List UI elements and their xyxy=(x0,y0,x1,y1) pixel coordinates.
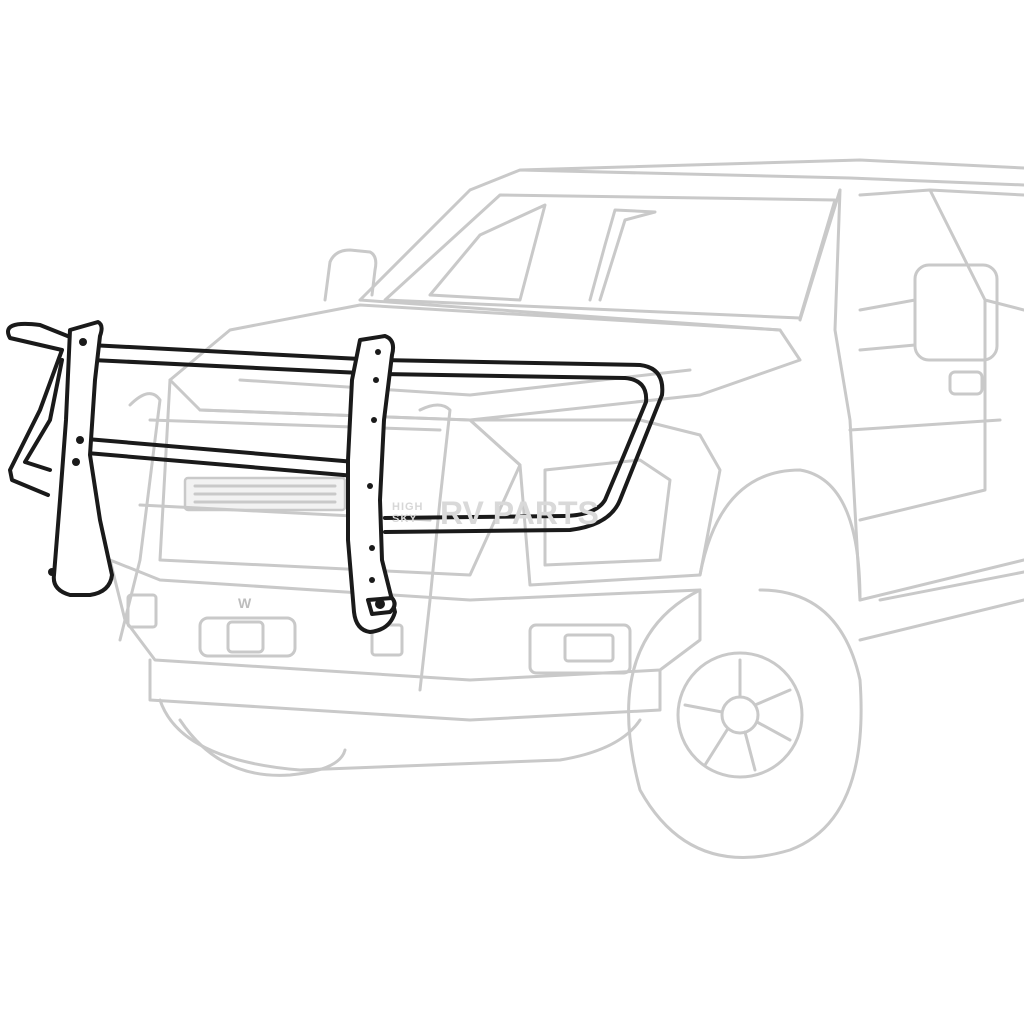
guard-middle-rail xyxy=(73,436,357,478)
guard-left-upright xyxy=(51,320,114,597)
wheel-spokes xyxy=(683,658,792,772)
truck-door-mirror xyxy=(913,263,999,362)
truck-cab xyxy=(358,158,1024,332)
bolt-hole xyxy=(72,458,80,466)
watermark-line1: HIGH xyxy=(392,501,424,513)
left-tire xyxy=(178,718,347,777)
truck-bumper xyxy=(108,558,702,722)
guard-top-rail xyxy=(88,343,665,534)
truck-outline: W xyxy=(108,158,1024,859)
watermark: HIGH SKY RV PARTS xyxy=(392,495,599,531)
bolt-hole xyxy=(369,577,375,583)
watermark-brand: RV PARTS xyxy=(440,495,599,531)
bolt-hole xyxy=(375,349,381,355)
wheel-hub xyxy=(720,695,760,735)
truck-mirror-arm xyxy=(858,298,917,352)
truck-running-board xyxy=(858,558,1024,642)
guard-left-wrap xyxy=(6,321,92,497)
bolt-hole xyxy=(371,417,377,423)
truck-fender xyxy=(698,468,862,602)
bolt-hole xyxy=(367,483,373,489)
truck-door xyxy=(833,188,1024,602)
winch xyxy=(198,616,297,658)
truck-grille xyxy=(158,378,522,577)
bumper-light-left xyxy=(126,593,158,629)
truck-windshield xyxy=(383,193,837,320)
truck-left-mirror xyxy=(323,248,378,302)
truck-valance xyxy=(158,698,642,772)
truck-door-handle xyxy=(948,370,984,396)
winch-drum xyxy=(226,620,265,654)
guard-rear-upright-left xyxy=(118,392,162,642)
front-wheel xyxy=(676,651,804,779)
winch-badge: W xyxy=(238,595,252,611)
bolt-hole xyxy=(79,338,87,346)
bolt-hole xyxy=(373,377,379,383)
fog-light-lens xyxy=(563,633,615,663)
bolt-hole xyxy=(48,568,56,576)
guard-top-rail-inner xyxy=(90,358,649,520)
front-tire xyxy=(627,588,863,859)
bolt-hole xyxy=(375,599,385,609)
light-bar-segments xyxy=(193,484,337,504)
bolt-hole xyxy=(76,436,84,444)
fog-light xyxy=(528,623,632,675)
bolt-hole xyxy=(369,545,375,551)
guard-rear-upright-right xyxy=(418,403,452,692)
watermark-line2: SKY xyxy=(392,513,418,525)
grille-guard xyxy=(6,320,665,692)
